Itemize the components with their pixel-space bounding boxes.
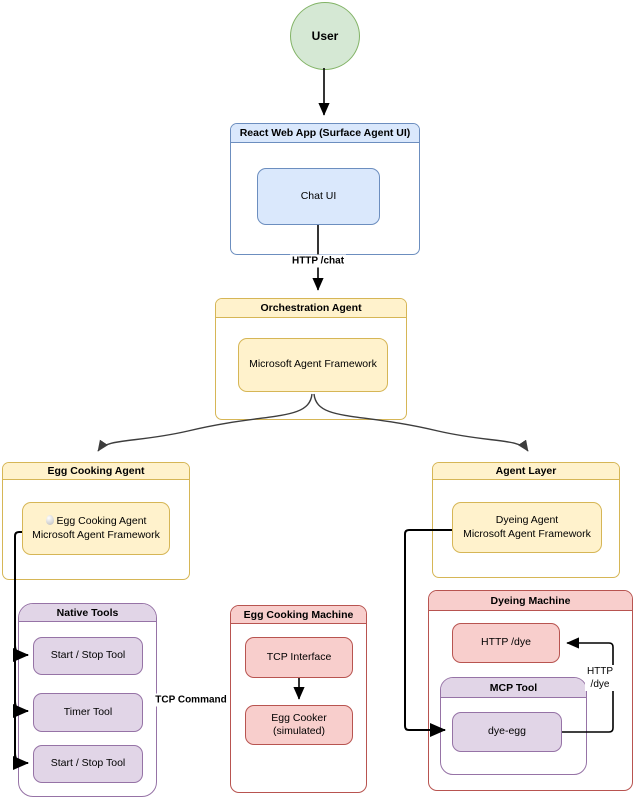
http-dye-edge-line2: /dye (590, 679, 610, 690)
dye-egg-node: dye-egg (452, 712, 562, 752)
start-stop-tool-label-2: Start / Stop Tool (50, 757, 126, 770)
egg-agent-line2: Microsoft Agent Framework (32, 528, 160, 541)
http-dye-edge-line1: HTTP (586, 666, 614, 677)
http-dye-label: HTTP /dye (481, 636, 531, 649)
user-node: User (290, 2, 360, 70)
orchestration-framework-node: Microsoft Agent Framework (238, 338, 388, 392)
orchestration-agent-title: Orchestration Agent (216, 299, 406, 318)
native-tools-title: Native Tools (19, 604, 156, 622)
egg-cooking-agent-node: Egg Cooking Agent Microsoft Agent Framew… (22, 502, 170, 555)
mcp-tool-title: MCP Tool (441, 678, 586, 698)
egg-cooking-machine-container: Egg Cooking Machine (230, 605, 367, 793)
tcp-command-edge-label: TCP Command (153, 693, 229, 707)
http-chat-edge-label: HTTP /chat (289, 254, 347, 268)
dyeing-machine-title: Dyeing Machine (429, 591, 632, 611)
http-dye-edge-label: HTTP /dye (584, 665, 616, 691)
react-web-app-title: React Web App (Surface Agent UI) (231, 124, 419, 143)
egg-cooker-node: Egg Cooker (simulated) (245, 705, 353, 745)
dye-egg-label: dye-egg (488, 725, 526, 738)
egg-cooking-agent-title: Egg Cooking Agent (3, 463, 189, 480)
orchestration-framework-label: Microsoft Agent Framework (249, 358, 377, 371)
dyeing-agent-line1: Dyeing Agent (495, 514, 559, 527)
tcp-interface-label: TCP Interface (266, 650, 332, 663)
start-stop-tool-node-1: Start / Stop Tool (33, 637, 143, 675)
http-dye-node: HTTP /dye (452, 623, 560, 663)
timer-tool-label: Timer Tool (63, 705, 113, 718)
user-label: User (311, 29, 339, 43)
chat-ui-node: Chat UI (257, 168, 380, 225)
dyeing-agent-line2: Microsoft Agent Framework (463, 527, 591, 540)
start-stop-tool-node-2: Start / Stop Tool (33, 745, 143, 783)
egg-cooker-line2: (simulated) (273, 725, 325, 737)
timer-tool-node: Timer Tool (33, 693, 143, 732)
dyeing-agent-node: Dyeing Agent Microsoft Agent Framework (452, 502, 602, 553)
egg-cooking-machine-title: Egg Cooking Machine (231, 606, 366, 624)
start-stop-tool-label-1: Start / Stop Tool (50, 649, 126, 662)
tcp-interface-node: TCP Interface (245, 637, 353, 678)
agent-layer-title: Agent Layer (433, 463, 619, 480)
egg-agent-line1: Egg Cooking Agent (45, 515, 146, 528)
egg-cooker-line1: Egg Cooker (271, 711, 327, 724)
egg-icon (45, 515, 54, 526)
chat-ui-label: Chat UI (300, 189, 337, 202)
